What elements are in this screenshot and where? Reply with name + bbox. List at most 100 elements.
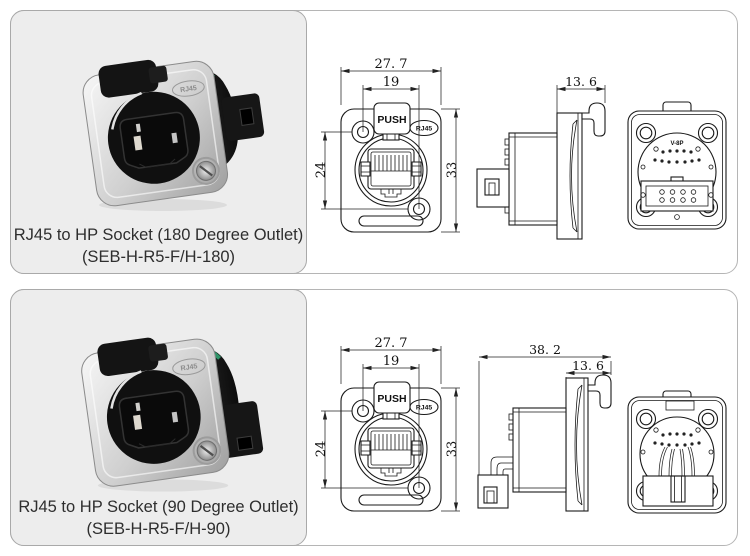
- latch-hook: [587, 374, 612, 409]
- photo-rj45-oval: [171, 80, 205, 97]
- dim-outer-width: 27. 7: [374, 336, 407, 351]
- photo-ring-highlight: [111, 91, 143, 130]
- front-view-part: PUSH RJ45: [340, 102, 442, 233]
- jack-wing-right: [411, 440, 422, 456]
- photo-pin-glint: [135, 402, 141, 412]
- body-shell: [512, 407, 567, 493]
- dim-inner-width: 19: [383, 75, 400, 90]
- dimension-arrows: [557, 86, 605, 92]
- photo-contact-right: [171, 411, 179, 423]
- back-view-part: V-8P: [627, 101, 727, 230]
- side-view-part: [476, 102, 606, 240]
- photo-jack-opening: [118, 390, 190, 449]
- side-view-drawing-180: 13. 6: [476, 74, 606, 240]
- front-view-drawing-90: PUSH RJ45 27. 7 19 24 33: [314, 336, 460, 512]
- caption-line1: RJ45 to HP Socket (90 Degree Outlet): [18, 498, 299, 516]
- caption-line2: (SEB-H-R5-F/H-180): [81, 247, 236, 266]
- push-tab: [373, 102, 411, 135]
- jack-contact-comb: [371, 155, 411, 172]
- connector-photo-group: RJ45: [82, 59, 265, 207]
- photo-contact-left: [133, 135, 143, 151]
- photo-jack-opening: [119, 111, 189, 169]
- side-view-drawing-90: 38. 2 13. 6: [477, 342, 612, 512]
- body-shell: [508, 132, 558, 226]
- photo-screw-slot: [199, 165, 213, 177]
- front-view-part: PUSH RJ45: [340, 381, 442, 512]
- dim-total-depth: 38. 2: [529, 342, 561, 357]
- pin-header-housing: [640, 180, 714, 212]
- dimension-arrows: [322, 347, 459, 511]
- pin-wires: [658, 446, 695, 477]
- dimension-arrows: [322, 68, 459, 232]
- jack-wing-left: [360, 440, 371, 456]
- photo-contact-right: [171, 132, 178, 144]
- rj45-badge-label: RJ45: [416, 405, 432, 412]
- caption-90: RJ45 to HP Socket (90 Degree Outlet) (SE…: [11, 497, 306, 540]
- push-tab: [373, 381, 411, 414]
- photo-screw-rim: [192, 436, 222, 465]
- hp-plug-block: [476, 168, 510, 208]
- photo-pin-glint: [135, 123, 141, 133]
- caption-180: RJ45 to HP Socket (180 Degree Outlet) (S…: [11, 225, 306, 268]
- bottom-slot: [358, 215, 424, 227]
- latch-housing: [665, 400, 695, 411]
- dim-outer-width: 27. 7: [374, 57, 407, 72]
- push-label: PUSH: [377, 393, 406, 405]
- photo-latch-tab: [148, 343, 168, 362]
- photo-latch-tab: [148, 65, 168, 84]
- pin-header-holes: [659, 189, 697, 203]
- photo-panel-180: RJ45 RJ45 to HP Socket (180 Degree Outle…: [10, 10, 307, 274]
- rj45-badge-label: RJ45: [416, 126, 432, 133]
- photo-rj45-engraving: RJ45: [180, 85, 198, 94]
- gasket-profile: [569, 119, 578, 233]
- product-row-180: RJ45 RJ45 to HP Socket (180 Degree Outle…: [10, 10, 738, 274]
- photo-latch: [98, 59, 159, 98]
- dim-inner-width: 19: [383, 354, 400, 369]
- back-view-drawing-180: V-8P: [627, 101, 727, 230]
- side-view-part: [477, 374, 612, 512]
- jack-contact-comb: [371, 434, 411, 451]
- photo-contact-left: [133, 414, 143, 430]
- bottom-slot: [358, 494, 424, 506]
- dim-right-height: 33: [445, 162, 460, 179]
- pin-header-label: V-8P: [670, 141, 683, 147]
- dimension-lines: [321, 346, 460, 512]
- dim-flange-depth: 13. 6: [572, 358, 604, 373]
- photo-rj45-oval: [172, 358, 206, 376]
- connector-photo-group: RJ45: [81, 337, 264, 487]
- elbow-conduit: [490, 456, 513, 475]
- caption-line2: (SEB-H-R5-F/H-90): [86, 519, 231, 538]
- dim-left-height: 24: [314, 162, 329, 179]
- dimension-arrows: [479, 354, 611, 376]
- photo-latch: [97, 337, 159, 377]
- dim-flange-depth: 13. 6: [565, 74, 597, 89]
- gasket-profile: [574, 384, 583, 506]
- dim-left-height: 24: [314, 441, 329, 458]
- photo-jack-bottom: [139, 158, 176, 168]
- back-view-drawing-90: [627, 390, 727, 514]
- product-photo-90: RJ45: [81, 337, 264, 492]
- pin-cluster: [640, 146, 714, 170]
- photo-ring-highlight: [110, 370, 142, 409]
- jack-bottom-tab: [380, 189, 402, 198]
- back-view-part: [627, 390, 727, 514]
- photo-screw-rim: [192, 156, 221, 185]
- front-view-drawing-180: PUSH RJ45 27. 7 19 24 33: [314, 57, 460, 233]
- photo-jack-bottom: [138, 438, 176, 448]
- latch-hook: [581, 102, 606, 137]
- dim-right-height: 33: [445, 441, 460, 458]
- photo-hp-plug-hole: [236, 435, 254, 451]
- product-photo-180: RJ45: [82, 59, 265, 211]
- photo-panel-90: RJ45 RJ45 to HP Socket (90 Degree Outlet…: [10, 289, 307, 546]
- pin-cluster: [640, 427, 714, 455]
- photo-hp-plug-hole: [239, 107, 255, 126]
- rj45-badge: [409, 119, 439, 137]
- photo-screw-slot: [199, 444, 214, 457]
- dimension-lines: [321, 67, 460, 233]
- jack-wing-right: [411, 161, 422, 177]
- product-row-90: RJ45 RJ45 to HP Socket (90 Degree Outlet…: [10, 289, 738, 546]
- photo-rj45-engraving: RJ45: [180, 362, 198, 372]
- push-label: PUSH: [377, 114, 406, 126]
- rj45-badge: [409, 398, 439, 416]
